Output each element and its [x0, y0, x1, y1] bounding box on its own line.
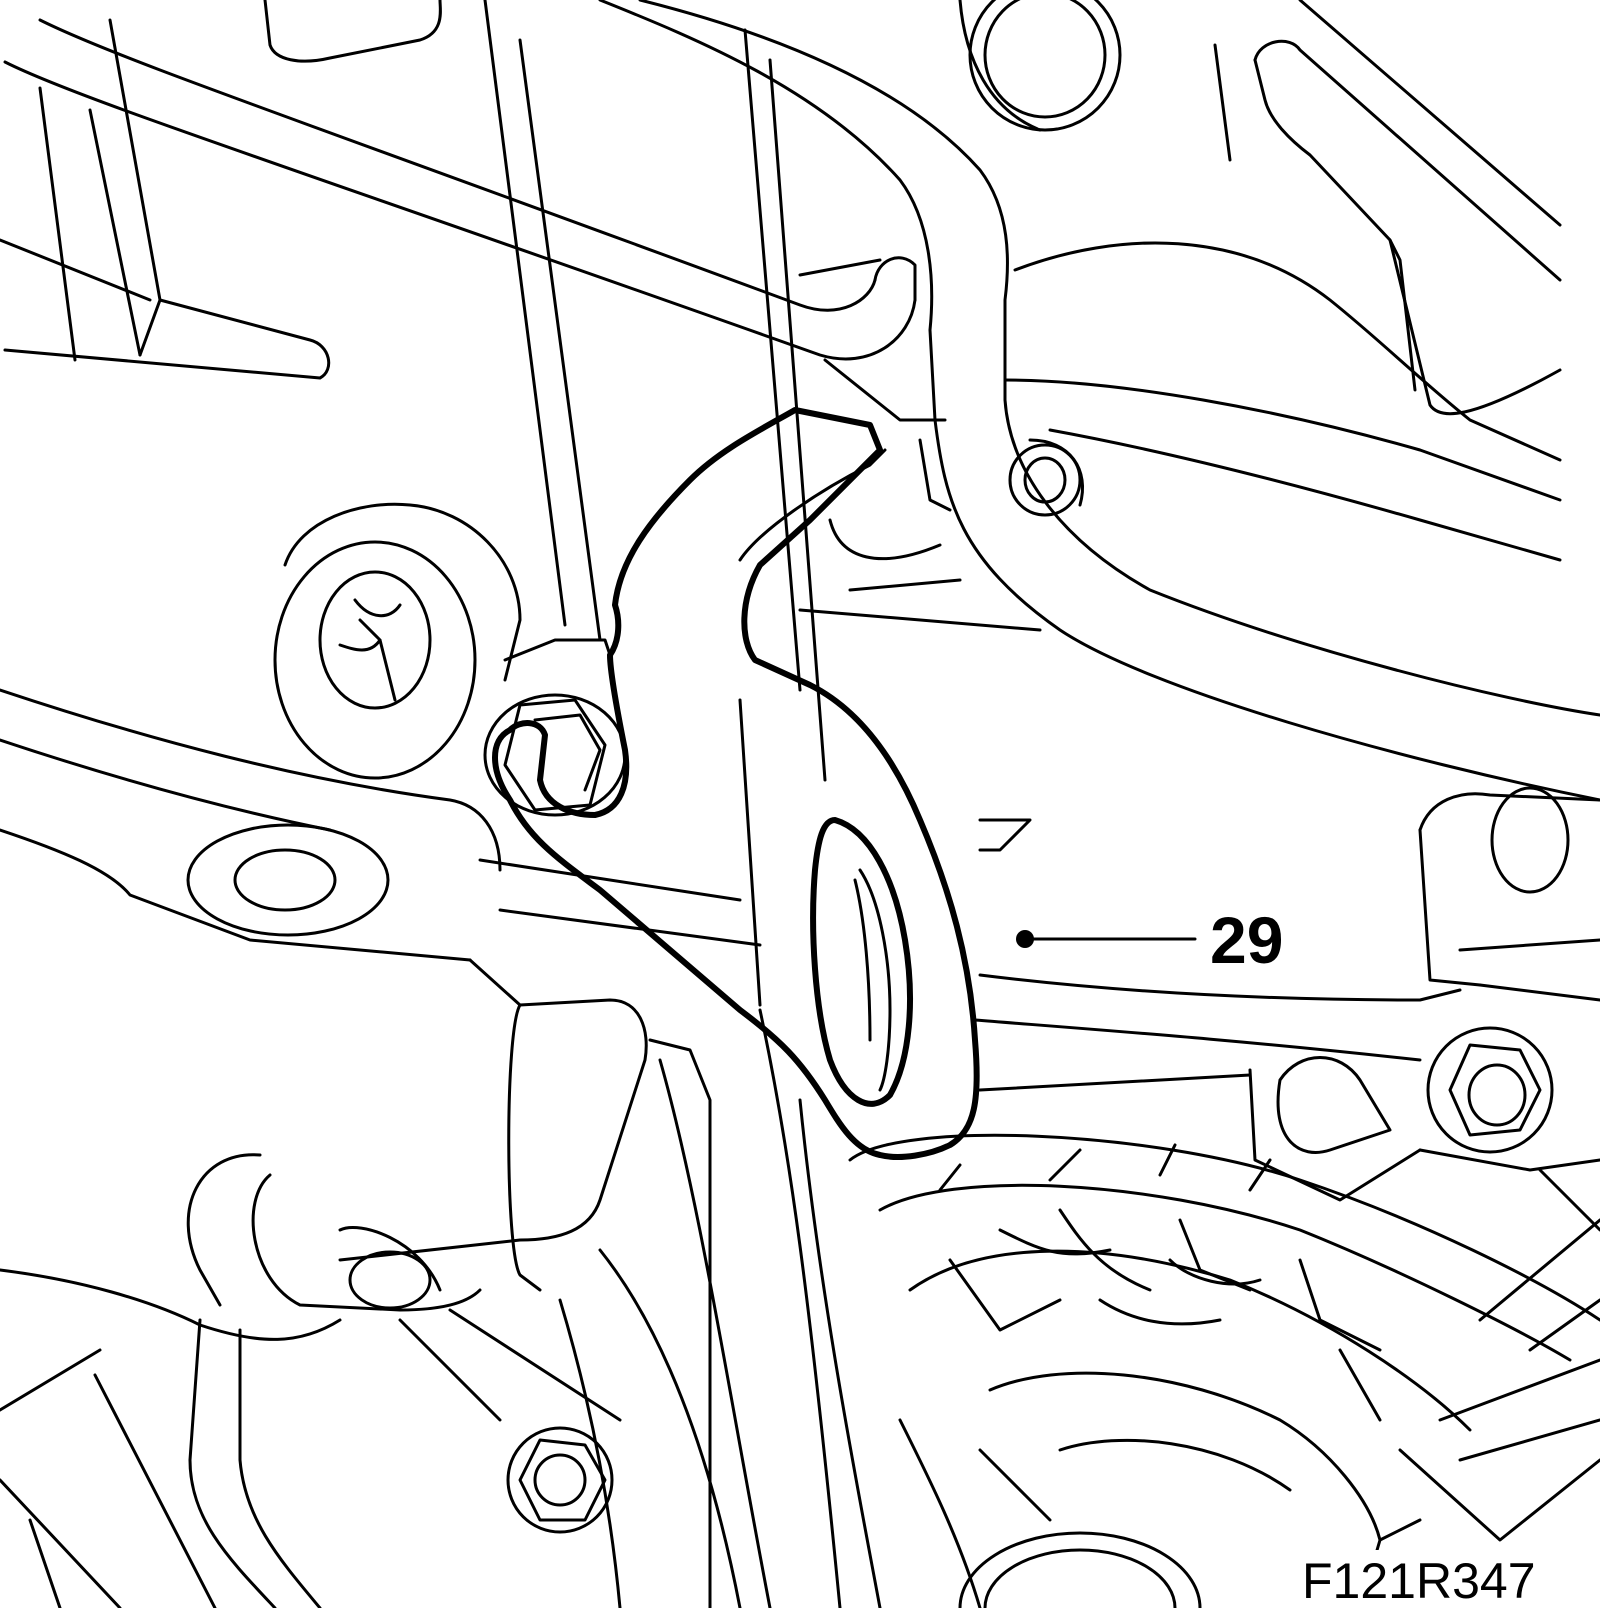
figure-code: F121R347 — [1302, 1553, 1536, 1608]
highlighted-bracket — [492, 407, 980, 1160]
washer-bolt — [273, 502, 612, 780]
callout-29: 29 — [1016, 903, 1283, 977]
figure-code-label: F121R347 — [1290, 1550, 1580, 1608]
callout-number: 29 — [1210, 903, 1283, 977]
